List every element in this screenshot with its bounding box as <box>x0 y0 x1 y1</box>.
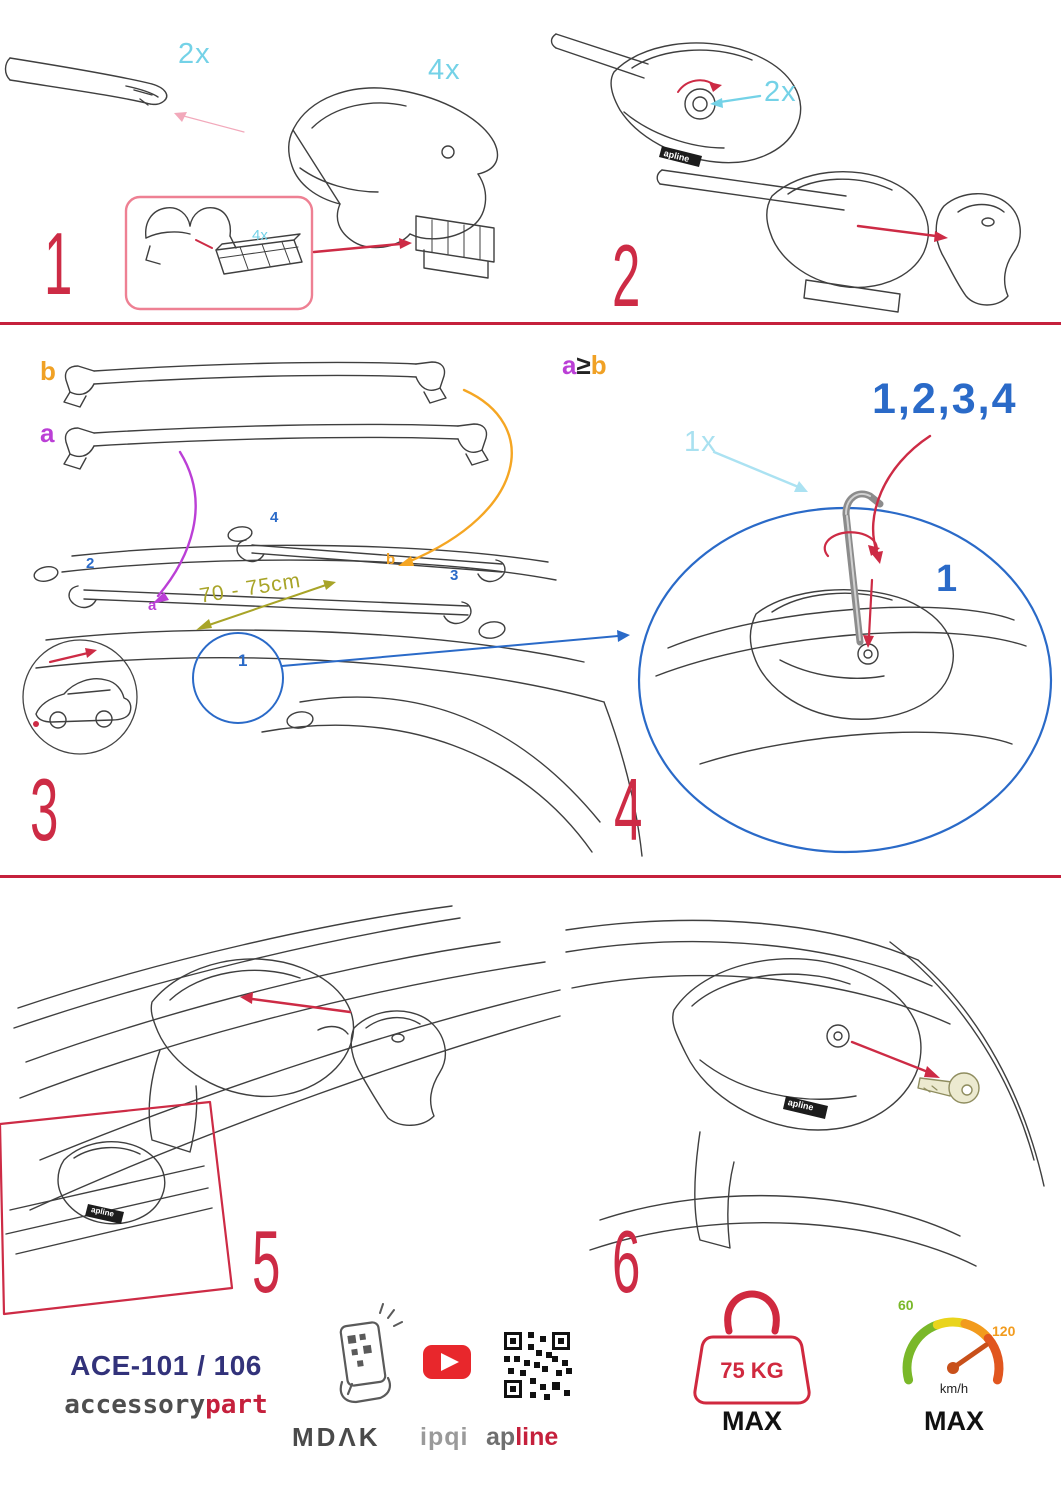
max-weight-label: MAX <box>722 1406 782 1436</box>
section-divider-2 <box>0 875 1061 878</box>
step4-sequence-label: 1,2,3,4 <box>872 375 1018 423</box>
logo-apline-part1: ap <box>486 1423 516 1451</box>
step1-pad-inset-box <box>124 195 412 311</box>
speed-high-tick: 120 <box>992 1323 1016 1339</box>
step1-qty-bar-label: 2x <box>178 38 211 70</box>
brand-accessorypart: accessorypart <box>60 1392 272 1418</box>
speed-low-tick: 60 <box>898 1297 914 1313</box>
step3-position-3: 3 <box>450 567 459 584</box>
step5-foot-drawing <box>148 958 447 1153</box>
step6-number: 6 <box>612 1212 641 1311</box>
qr-scan-icon <box>339 1303 403 1404</box>
step4-condition-op: ≥ <box>576 350 591 380</box>
step2-foot-top-drawing <box>550 33 802 167</box>
step3-position-2: 2 <box>86 555 95 572</box>
logo-mdak: MDΛK <box>292 1422 381 1452</box>
step2-foot-cover-drawing <box>656 169 1021 313</box>
key-drawing <box>917 1072 980 1104</box>
brand-accessory-part1: accessory <box>64 1390 206 1420</box>
max-speed-label: MAX <box>924 1406 984 1436</box>
logo-apline-part2: line <box>515 1423 559 1451</box>
step3-bar-a-drawing <box>63 423 489 470</box>
youtube-icon <box>423 1345 471 1379</box>
step2-number: 2 <box>612 226 641 325</box>
step5-rail-drawing <box>13 905 561 1211</box>
product-model: ACE-101 / 106 <box>70 1350 262 1381</box>
step3-arrows <box>152 388 630 724</box>
step1-qty-pads-label: 4x <box>252 227 268 244</box>
max-weight-value: 75 KG <box>720 1358 784 1383</box>
weight-limit-icon <box>693 1290 811 1405</box>
step4-condition-a: a <box>562 350 577 380</box>
step3-detail-ref: 1 <box>238 651 248 670</box>
step5-number: 5 <box>252 1212 281 1311</box>
logo-apline: apline <box>486 1425 558 1450</box>
step3-position-a: a <box>148 597 157 614</box>
speedometer-icon <box>902 1317 1004 1385</box>
step4-condition-b: b <box>590 350 607 380</box>
step6-foot-lock-drawing <box>672 958 980 1249</box>
step4-qty-key-label: 1x <box>684 426 717 458</box>
step2-qty-label: 2x <box>764 76 797 108</box>
step1-number: 1 <box>44 214 73 313</box>
step4-tighten-ref: 1 <box>936 558 958 600</box>
section-divider-1 <box>0 322 1061 325</box>
logo-ipqi: ipqi <box>420 1423 469 1451</box>
step4-zoom-detail <box>637 434 1053 854</box>
brand-accessory-part2: part <box>205 1390 268 1420</box>
step5-result-inset <box>0 1100 234 1316</box>
step3-number: 3 <box>30 760 59 859</box>
qr-code <box>502 1330 572 1400</box>
step3-car-inset <box>22 639 138 755</box>
step3-bar-a-label: a <box>40 418 55 448</box>
step1-qty-foot-label: 4x <box>428 54 461 86</box>
step3-position-4: 4 <box>270 509 279 526</box>
step3-roof-drawing <box>33 526 643 857</box>
step1-crossbar-drawing <box>4 57 245 133</box>
step1-foot-drawing <box>288 87 499 279</box>
speed-unit-label: km/h <box>939 1381 969 1396</box>
step4-condition-label: a≥b <box>562 352 607 378</box>
step4-number: 4 <box>614 760 643 859</box>
step3-position-b: b <box>386 551 396 568</box>
step3-bar-b-drawing <box>63 361 447 408</box>
step3-bar-b-label: b <box>40 356 56 386</box>
